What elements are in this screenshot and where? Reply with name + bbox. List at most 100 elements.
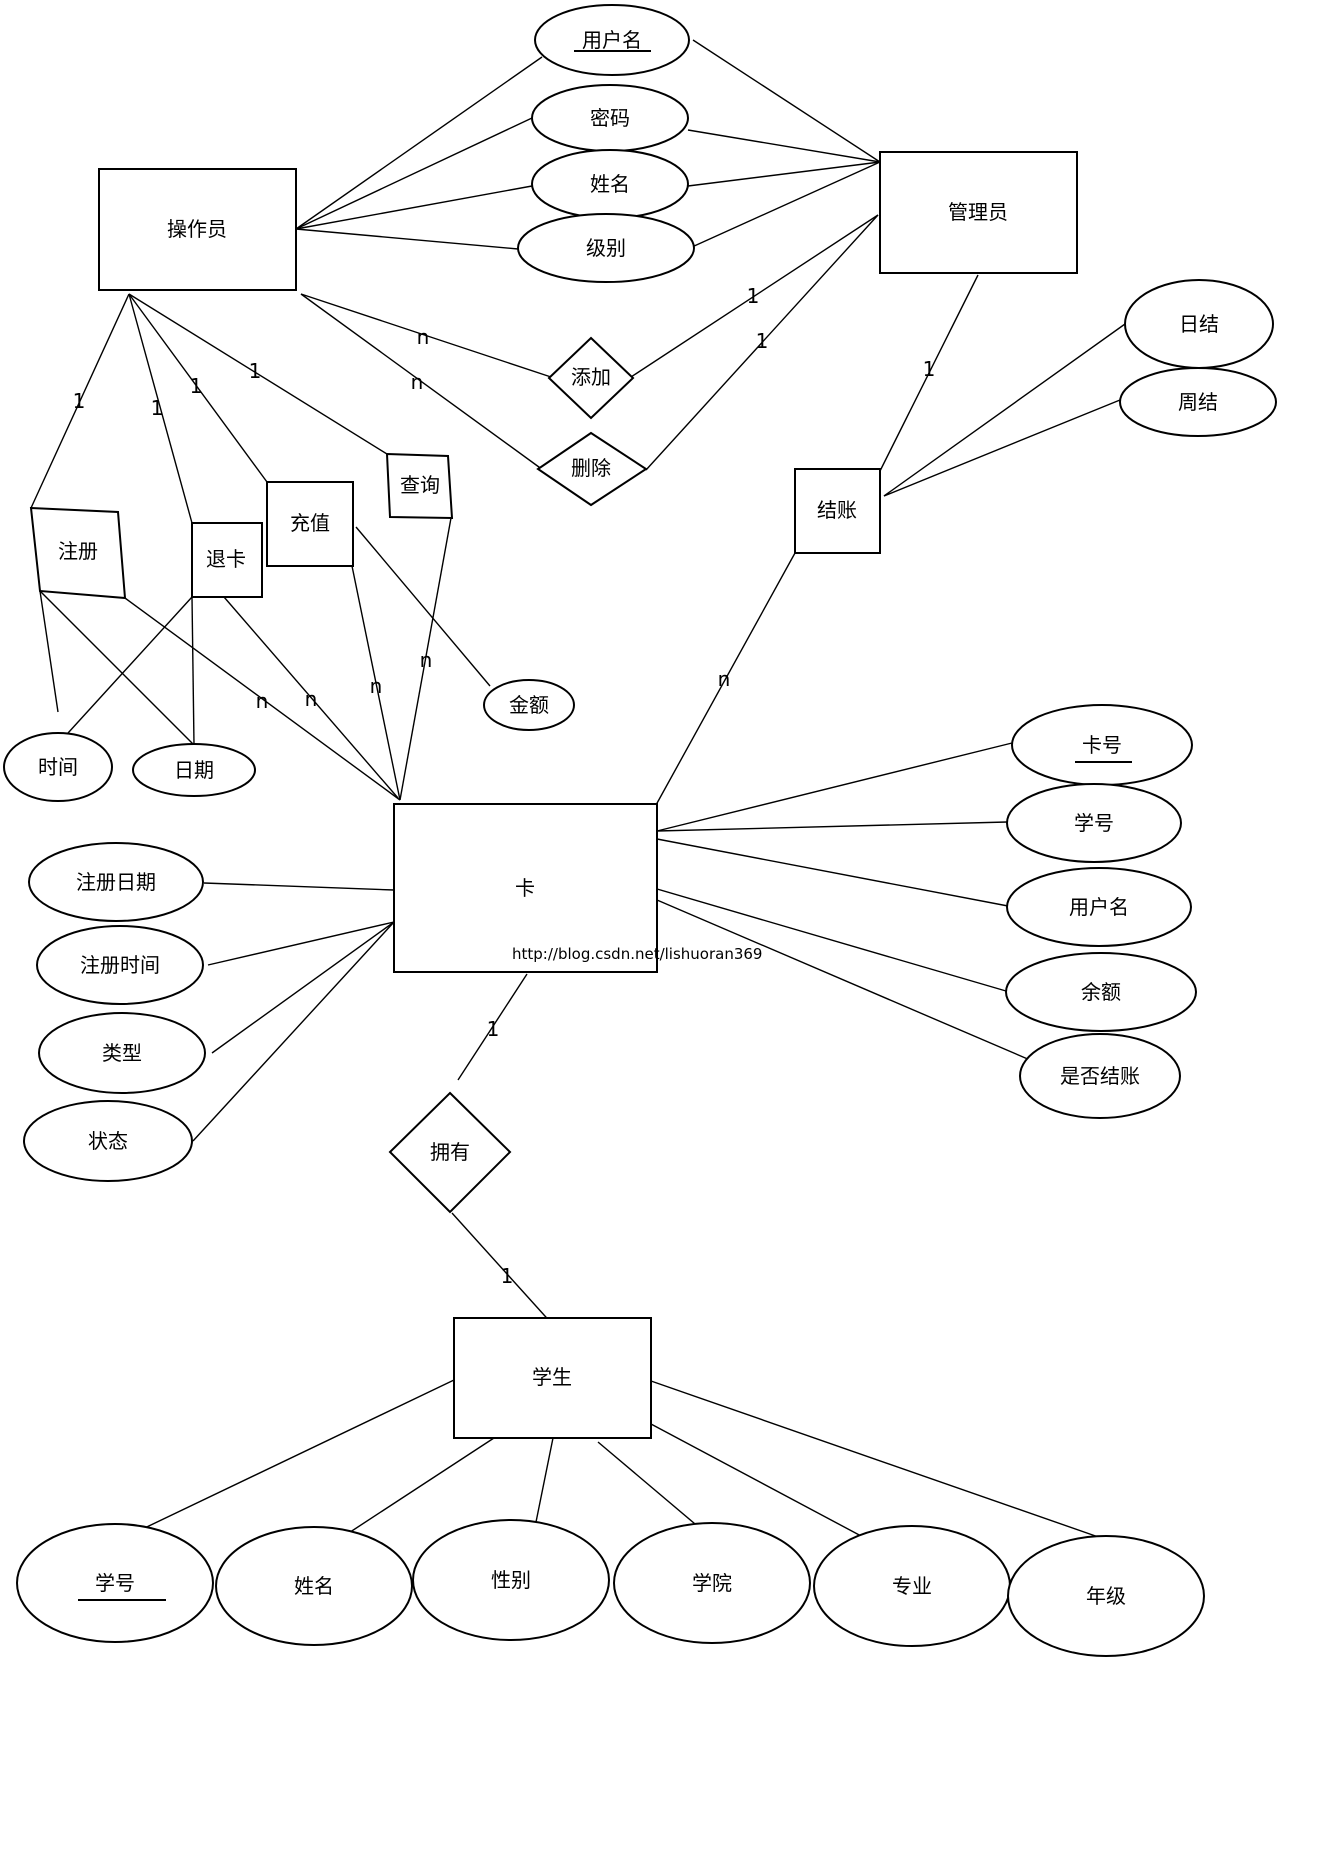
entity-label: 操作员 (167, 217, 227, 241)
relationship-diamond (536, 431, 648, 507)
cardinality-label: 1 (756, 329, 769, 353)
entity-label: 学生 (532, 1365, 572, 1389)
attribute-ellipse (36, 925, 204, 1005)
cardinality-label: n (420, 648, 433, 672)
cardinality-label: 1 (249, 359, 262, 383)
attribute-daily: 日结 (1124, 279, 1274, 369)
attribute-ellipse (28, 842, 204, 922)
relationship-box (794, 468, 881, 554)
edges (30, 39, 1126, 1558)
edge (451, 1212, 564, 1337)
attribute-grade: 年级 (1007, 1535, 1205, 1657)
attribute-card-student-no: 学号 (1006, 783, 1182, 863)
attribute-label: 周结 (1178, 390, 1218, 414)
attribute-major: 专业 (813, 1525, 1011, 1647)
edge (534, 1437, 554, 1528)
cardinality-label: n (370, 674, 383, 698)
attribute-label: 用户名 (582, 28, 642, 52)
attribute-ellipse (412, 1519, 610, 1641)
edge (295, 117, 533, 230)
edge (128, 293, 268, 483)
attribute-ellipse (1005, 952, 1197, 1032)
relationship-delete: 删除 (536, 431, 648, 507)
attribute-date: 日期 (132, 743, 256, 797)
attribute-name: 姓名 (531, 149, 689, 219)
attribute-ellipse (534, 4, 690, 76)
cardinality-label: 1 (151, 396, 164, 420)
edge (124, 597, 401, 801)
attribute-label: 密码 (590, 106, 630, 130)
cardinality-label: 1 (190, 374, 203, 398)
cardinality-label: n (256, 689, 269, 713)
cardinality-label: 1 (487, 1017, 500, 1041)
attribute-ellipse (1019, 1033, 1181, 1119)
edge (656, 899, 1031, 1061)
edge (300, 293, 552, 378)
relationship-diamond (388, 1091, 512, 1214)
edge (337, 1435, 498, 1541)
edge (211, 921, 395, 1054)
cardinality-label: n (411, 370, 424, 394)
entity-label: 卡 (515, 876, 535, 900)
attribute-username: 用户名 (534, 4, 690, 76)
entity-box (879, 151, 1078, 274)
edge (300, 293, 544, 471)
edge (39, 590, 195, 746)
cardinalities: n 1 n 1 1 n 1 1 1 1 n n n n 1 1 (73, 284, 936, 1288)
edge (645, 214, 879, 471)
entity-operator: 操作员 (98, 168, 297, 291)
edge (203, 882, 395, 891)
attribute-gender: 性别 (412, 1519, 610, 1641)
watermark: http://blog.csdn.net/lishuoran369 (512, 945, 762, 963)
attribute-label: 专业 (892, 1574, 932, 1598)
attribute-time: 时间 (3, 732, 113, 802)
cardinality-label: n (718, 667, 731, 691)
relationship-checkout: 结账 (794, 468, 881, 554)
relationship-register: 注册 (29, 506, 127, 600)
attribute-label: 学号 (95, 1571, 135, 1595)
attribute-label: 姓名 (294, 1574, 334, 1598)
attribute-label: 状态 (88, 1129, 128, 1153)
relationship-label: 注册 (58, 539, 98, 563)
cardinality-label: n (417, 325, 430, 349)
edge (295, 228, 519, 250)
attribute-ellipse (1006, 783, 1182, 863)
edge (879, 274, 979, 472)
attribute-ellipse (215, 1526, 413, 1646)
attribute-label: 性别 (491, 1568, 531, 1592)
edge (30, 293, 130, 509)
edge (883, 323, 1126, 497)
attribute-amount: 金额 (483, 679, 575, 731)
edge (656, 838, 1009, 907)
edge (630, 214, 879, 378)
entity-student: 学生 (453, 1317, 652, 1439)
cardinality-label: 1 (501, 1264, 514, 1288)
relationship-label: 拥有 (430, 1140, 470, 1164)
relationship-box (191, 522, 263, 598)
cardinality-label: 1 (73, 389, 86, 413)
attribute-card-balance: 余额 (1005, 952, 1197, 1032)
attribute-password: 密码 (531, 84, 689, 152)
entity-admin: 管理员 (879, 151, 1078, 274)
edge (655, 552, 796, 806)
edge (457, 973, 528, 1081)
edge (57, 596, 193, 745)
entity-box (453, 1317, 652, 1439)
attribute-card-settled: 是否结账 (1019, 1033, 1181, 1119)
edge (128, 293, 193, 524)
attribute-label: 注册日期 (76, 870, 156, 894)
attribute-reg-time: 注册时间 (36, 925, 204, 1005)
cardinality-label: n (305, 687, 318, 711)
attribute-ellipse (1006, 867, 1192, 947)
relationship-query: 查询 (385, 452, 454, 520)
attribute-ellipse (3, 732, 113, 802)
edge (656, 821, 1008, 832)
edge (692, 39, 881, 163)
edge (687, 129, 881, 163)
relationship-add: 添加 (547, 336, 635, 420)
attribute-ellipse (132, 743, 256, 797)
attribute-ellipse (517, 213, 695, 283)
attribute-label: 金额 (509, 693, 549, 717)
relationship-box (29, 506, 127, 600)
entity-box (98, 168, 297, 291)
